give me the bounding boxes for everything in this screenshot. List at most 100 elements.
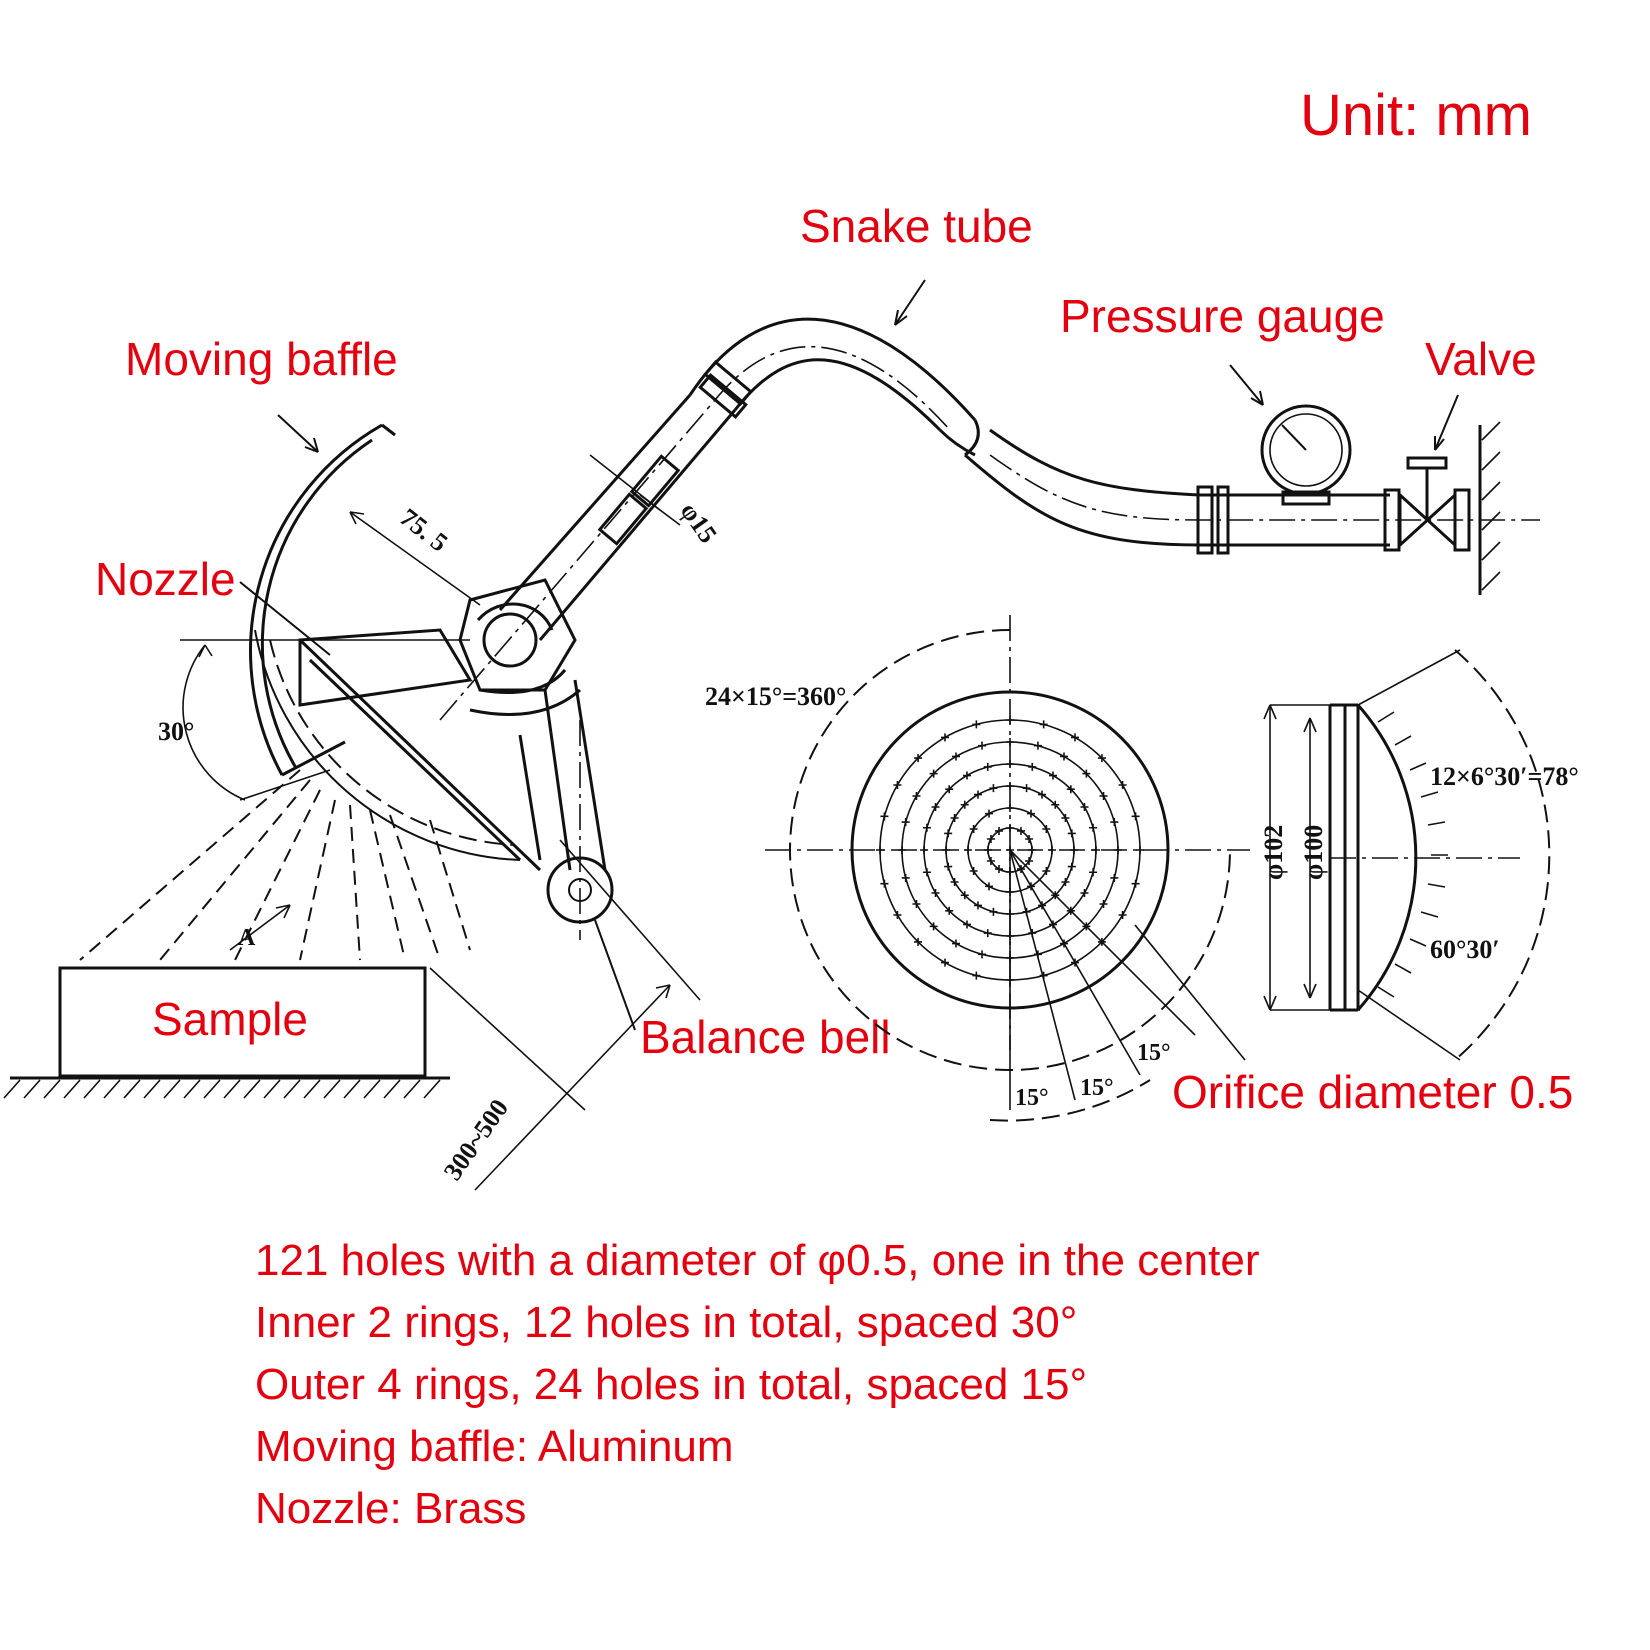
- nozzle-label: Nozzle: [95, 553, 236, 605]
- hole-mark: [944, 862, 953, 871]
- orifice-plate-side: [1263, 649, 1551, 1061]
- hole-mark: [1028, 762, 1037, 771]
- hole-mark: [898, 846, 906, 854]
- hole-mark: [1080, 803, 1089, 811]
- pressure-gauge-label: Pressure gauge: [1060, 290, 1385, 342]
- hole-mark: [945, 906, 954, 915]
- hole-mark: [1131, 812, 1140, 821]
- hole-mark: [920, 846, 928, 854]
- hole-mark: [1067, 862, 1076, 871]
- arc-78-dim: 12×6°30′=78°: [1430, 762, 1579, 791]
- hole-mark: [1131, 879, 1140, 888]
- spray-pattern: [79, 769, 471, 961]
- hole-mark: [1118, 781, 1127, 789]
- hole-mark: [945, 785, 954, 794]
- hole-mark: [1039, 720, 1048, 729]
- hole-mark: [1025, 835, 1034, 843]
- hole-mark: [1033, 741, 1042, 750]
- hole-mark: [974, 790, 982, 799]
- hole-mark: [978, 741, 987, 750]
- hole-mark: [1028, 846, 1036, 854]
- hole-mark: [960, 800, 969, 809]
- angle-6030-dim: 60°30′: [1430, 935, 1500, 964]
- sample-block: [3, 966, 450, 1099]
- hole-mark: [1006, 782, 1014, 790]
- hole-mark: [985, 809, 993, 818]
- hole-mark: [1027, 809, 1035, 818]
- hole-mark: [929, 769, 938, 778]
- hole-mark: [952, 752, 960, 761]
- hole-mark: [1006, 804, 1014, 812]
- unit-label: Unit: mm: [1300, 83, 1532, 148]
- hole-mark: [1114, 846, 1122, 854]
- hole-mark: [941, 958, 949, 967]
- note-line: 121 holes with a diameter of φ0.5, one i…: [255, 1236, 1260, 1285]
- ang-15-a: 15°: [1015, 1085, 1049, 1111]
- snake-tube-label: Snake tube: [800, 200, 1033, 252]
- hole-mark: [893, 911, 902, 919]
- hole-mark: [974, 901, 982, 910]
- hole-mark: [969, 825, 978, 833]
- hole-mark: [1099, 900, 1108, 908]
- hole-mark: [1006, 760, 1014, 768]
- hole-mark: [1061, 814, 1070, 822]
- hole-mark: [1097, 754, 1106, 763]
- hole-mark: [964, 846, 972, 854]
- hole-mark: [950, 814, 959, 822]
- hole-mark: [942, 846, 950, 854]
- hole-mark: [985, 882, 993, 891]
- section-mark-A: A: [238, 925, 256, 951]
- hole-mark: [950, 878, 959, 886]
- hole-mark: [1025, 857, 1034, 865]
- hole-mark: [929, 922, 938, 931]
- ang-15-b: 15°: [1080, 1075, 1114, 1101]
- hole-mark: [984, 846, 992, 854]
- hole-mark: [1060, 752, 1068, 761]
- hole-mark: [1061, 878, 1070, 886]
- hole-mark: [1042, 867, 1051, 875]
- hole-mark: [1089, 868, 1098, 877]
- hole-mark: [1042, 825, 1051, 833]
- orifice-plate-front: [765, 615, 1250, 1122]
- hole-mark: [1136, 846, 1144, 854]
- hole-mark: [1006, 738, 1014, 746]
- hole-mark: [972, 720, 981, 729]
- notes-block: 121 holes with a diameter of φ0.5, one i…: [255, 1230, 1455, 1540]
- hole-mark: [941, 733, 949, 742]
- pipe-diameter-dim: φ15: [675, 497, 723, 548]
- hole-mark: [922, 868, 931, 877]
- pressure-gauge: [1260, 404, 1352, 506]
- hole-mark: [986, 835, 995, 843]
- hole-mark: [1082, 769, 1091, 778]
- hole-mark: [960, 891, 969, 900]
- hole-mark: [1051, 800, 1060, 809]
- hole-mark: [952, 939, 960, 948]
- hole-mark: [1022, 784, 1031, 793]
- hole-mark: [995, 826, 1003, 835]
- hole-mark: [1089, 823, 1098, 832]
- hole-mark: [983, 762, 992, 771]
- orifice-label: Orifice diameter 0.5: [1172, 1066, 1573, 1118]
- valve-label: Valve: [1425, 333, 1537, 385]
- hole-mark: [983, 929, 992, 938]
- ang-15-c: 15°: [1137, 1040, 1171, 1066]
- hole-mark: [914, 937, 923, 946]
- hole-mark: [1006, 824, 1014, 832]
- hole-mark: [1070, 846, 1078, 854]
- hole-mark: [931, 803, 940, 811]
- hole-mark: [914, 754, 923, 763]
- hole-mark: [986, 857, 995, 865]
- dia-100-dim: φ100: [1299, 825, 1328, 880]
- hole-mark: [972, 971, 981, 980]
- hole-mark: [901, 873, 910, 882]
- valve: [1383, 421, 1501, 595]
- hole-mark: [989, 784, 998, 793]
- hole-mark: [1118, 911, 1127, 919]
- hole-mark: [893, 781, 902, 789]
- hole-mark: [1006, 716, 1014, 724]
- hole-mark: [1017, 826, 1025, 835]
- holes-360-dim: 24×15°=360°: [705, 682, 846, 711]
- snake-tube-leader: [894, 279, 926, 326]
- hole-mark: [912, 900, 921, 908]
- hole-mark: [880, 812, 889, 821]
